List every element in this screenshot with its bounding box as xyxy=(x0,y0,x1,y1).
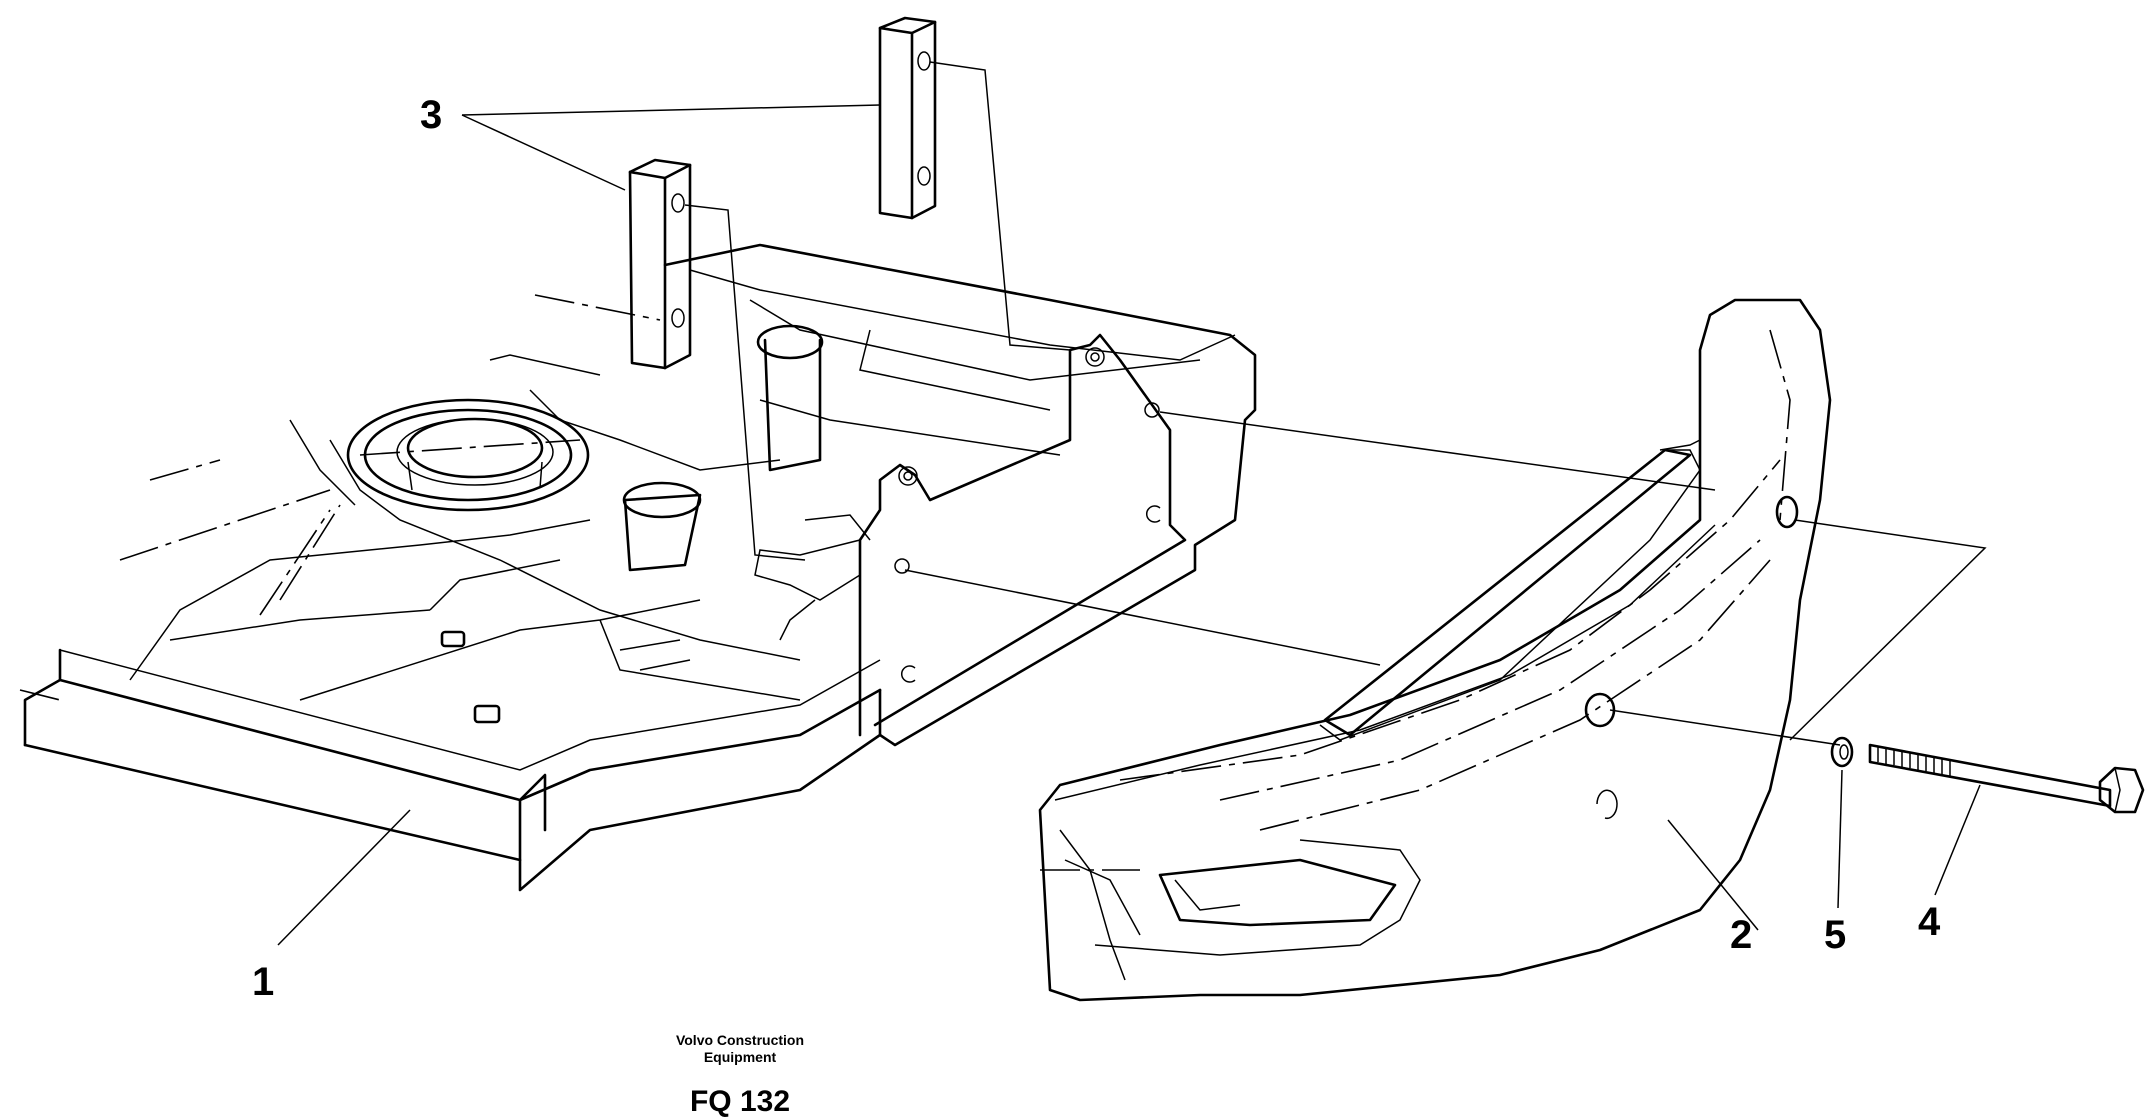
counterweight-drawing xyxy=(904,298,1987,1002)
manufacturer-caption: Volvo Construction Equipment xyxy=(600,1032,880,1066)
spacer-plates-drawing xyxy=(628,16,1071,561)
upper-frame-drawing xyxy=(19,243,1257,892)
label-part-5: 5 xyxy=(1824,913,1846,957)
label-part-1: 1 xyxy=(252,960,274,1004)
manufacturer-line-2: Equipment xyxy=(703,1049,777,1065)
bolt-and-washer-drawing xyxy=(1830,736,2145,814)
figure-code: FQ 132 xyxy=(689,1085,791,1118)
label-part-3: 3 xyxy=(420,93,442,137)
manufacturer-line-1: Volvo Construction xyxy=(675,1032,805,1048)
leader-lines xyxy=(277,104,1981,946)
label-part-4: 4 xyxy=(1918,900,1941,944)
label-part-2: 2 xyxy=(1730,913,1752,957)
